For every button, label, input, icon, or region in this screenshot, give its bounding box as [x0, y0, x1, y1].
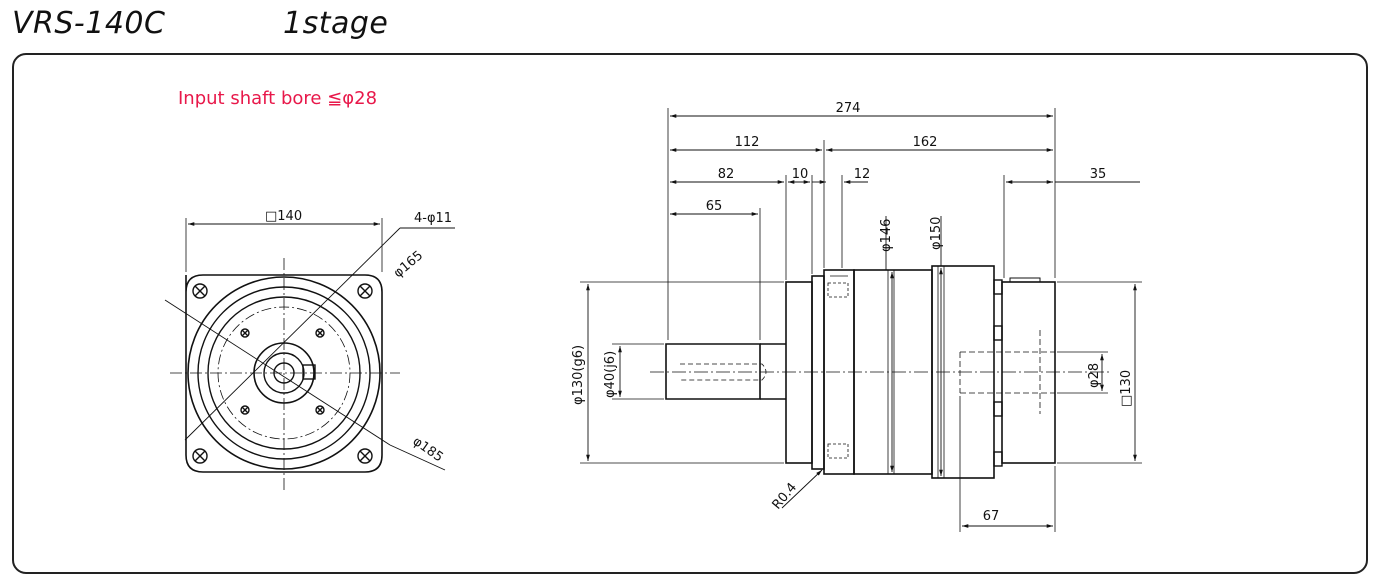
- dim-dia-130g6: φ130(g6): [571, 345, 586, 405]
- dim-overall-274: 274: [836, 101, 861, 116]
- dim-square-140: □140: [265, 209, 302, 224]
- dim-82: 82: [718, 167, 735, 182]
- dim-12: 12: [854, 167, 871, 182]
- dim-holes: 4-φ11: [414, 211, 452, 226]
- stage-title: 1stage: [283, 6, 389, 41]
- dim-65: 65: [706, 199, 723, 214]
- dim-flange-185: φ185: [410, 434, 446, 465]
- dim-dia-28: φ28: [1087, 363, 1102, 388]
- side-view: [580, 108, 1142, 532]
- model-title: VRS-140C: [12, 6, 166, 41]
- dim-162: 162: [913, 135, 938, 150]
- dim-10: 10: [792, 167, 809, 182]
- dim-35: 35: [1090, 167, 1107, 182]
- front-view: [164, 218, 455, 490]
- dim-dia-146: φ146: [879, 219, 894, 252]
- input-shaft-note: Input shaft bore ≦φ28: [178, 88, 378, 109]
- dim-67: 67: [983, 509, 1000, 524]
- dim-dia-150: φ150: [929, 217, 944, 250]
- dim-radius: R0.4: [770, 480, 801, 512]
- dim-dia-40j6: φ40(j6): [603, 351, 618, 398]
- dim-112: 112: [735, 135, 760, 150]
- drawing-frame: [12, 53, 1368, 574]
- dim-pcd-165: φ165: [391, 248, 426, 281]
- dim-square-130: □130: [1119, 370, 1134, 407]
